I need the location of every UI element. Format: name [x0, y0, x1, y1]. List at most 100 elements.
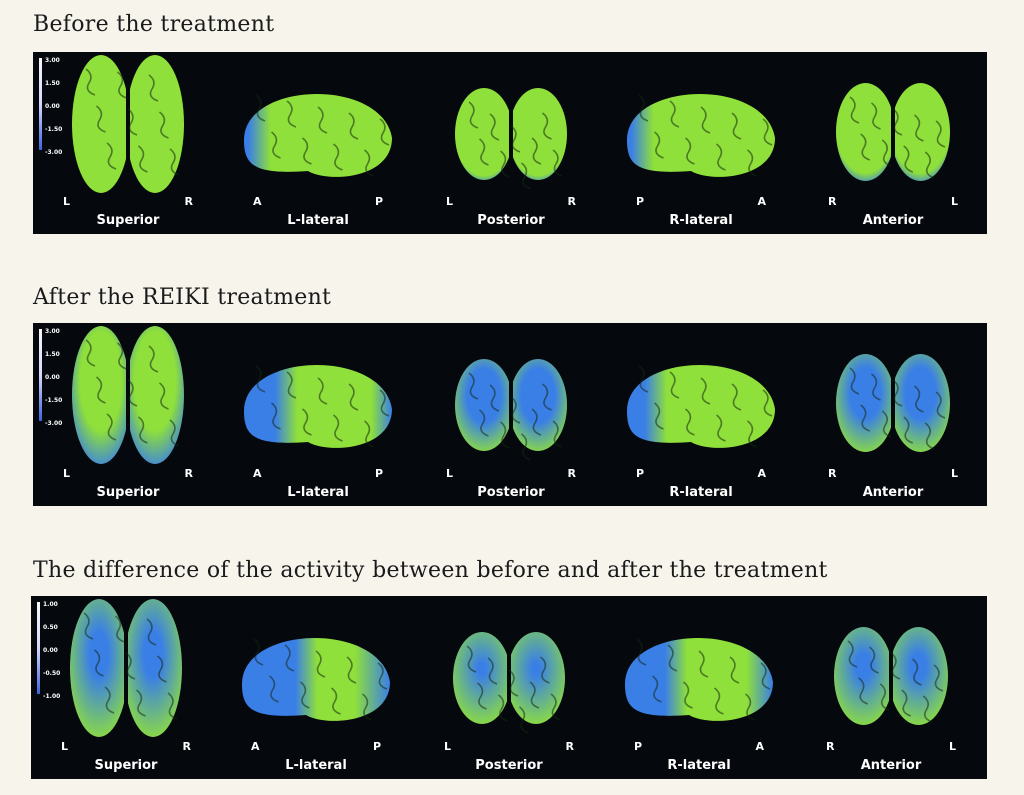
- brain-view-l-lateral: A P L-lateral: [233, 323, 403, 506]
- orientation-marker-left: L: [444, 740, 452, 753]
- orientation-marker-right: R: [565, 740, 574, 753]
- view-label: R-lateral: [669, 485, 733, 500]
- brain-view-superior: L R Superior: [41, 596, 211, 779]
- brain-scan-image: [70, 599, 182, 737]
- brain-scan-image: [625, 637, 773, 721]
- orientation-marker-left: A: [251, 740, 260, 753]
- view-label: Anterior: [862, 213, 924, 228]
- orientation-marker-left: L: [63, 467, 71, 480]
- scale-tick-label: 1.50: [45, 351, 60, 358]
- brain-view-anterior: R L Anterior: [808, 323, 978, 506]
- orientation-marker-left: P: [636, 467, 645, 480]
- view-label: Posterior: [475, 758, 543, 773]
- orientation-marker-left: L: [446, 467, 454, 480]
- scale-tick-label: 0.00: [43, 647, 58, 654]
- orientation-marker-right: L: [948, 740, 956, 753]
- panel-before: 3.00 1.50 0.00 -1.50 -3.00 L R Superior A P L-la…: [33, 52, 987, 234]
- view-label: Posterior: [477, 213, 545, 228]
- orientation-marker-left: P: [636, 195, 645, 208]
- brain-view-r-lateral: P A R-lateral: [616, 323, 786, 506]
- scale-tick-label: 0.50: [43, 624, 58, 631]
- brain-scan-image: [455, 359, 567, 461]
- brain-scan-image: [242, 637, 390, 721]
- brain-view-posterior: L R Posterior: [424, 596, 594, 779]
- orientation-marker-right: A: [755, 740, 764, 753]
- view-label: L-lateral: [287, 485, 349, 500]
- scale-tick-label: 3.00: [45, 328, 60, 335]
- brain-scan-image: [834, 627, 948, 725]
- view-label: Superior: [94, 758, 158, 773]
- orientation-marker-right: R: [184, 467, 193, 480]
- panel-difference: 1.00 0.50 0.00 -0.50 -1.00 L R Superior A P L-la…: [31, 596, 987, 779]
- orientation-marker-left: A: [253, 195, 262, 208]
- brain-scan-image: [836, 83, 950, 181]
- orientation-marker-left: P: [634, 740, 643, 753]
- scale-tick-label: 1.00: [43, 601, 58, 608]
- brain-view-l-lateral: A P L-lateral: [231, 596, 401, 779]
- brain-view-anterior: R L Anterior: [808, 52, 978, 234]
- orientation-marker-right: A: [757, 195, 766, 208]
- brain-scan-image: [836, 354, 950, 452]
- section-title-after: After the REIKI treatment: [33, 285, 332, 310]
- orientation-marker-right: R: [182, 740, 191, 753]
- view-label: R-lateral: [667, 758, 731, 773]
- orientation-marker-right: L: [950, 467, 958, 480]
- scale-tick-label: -3.00: [45, 149, 63, 156]
- brain-scan-image: [455, 88, 567, 190]
- orientation-marker-left: L: [61, 740, 69, 753]
- brain-view-l-lateral: A P L-lateral: [233, 52, 403, 234]
- orientation-marker-left: A: [253, 467, 262, 480]
- scale-tick-label: -3.00: [45, 420, 63, 427]
- view-label: Posterior: [477, 485, 545, 500]
- orientation-marker-right: P: [374, 195, 383, 208]
- section-title-difference: The difference of the activity between b…: [33, 558, 828, 583]
- orientation-marker-left: R: [826, 740, 835, 753]
- scale-tick-label: -1.00: [43, 693, 61, 700]
- orientation-marker-right: R: [184, 195, 193, 208]
- color-scale: 1.00 0.50 0.00 -0.50 -1.00: [35, 600, 75, 700]
- view-label: R-lateral: [669, 213, 733, 228]
- orientation-marker-right: P: [372, 740, 381, 753]
- brain-scan-image: [627, 93, 775, 177]
- orientation-marker-left: L: [63, 195, 71, 208]
- scale-tick-label: -0.50: [43, 670, 61, 677]
- orientation-marker-right: R: [567, 195, 576, 208]
- color-scale-bar: [39, 329, 42, 421]
- brain-scan-image: [244, 93, 392, 177]
- section-title-before: Before the treatment: [33, 12, 275, 37]
- scale-tick-label: 0.00: [45, 374, 60, 381]
- view-label: L-lateral: [285, 758, 347, 773]
- view-label: Anterior: [862, 485, 924, 500]
- brain-view-superior: L R Superior: [43, 52, 213, 234]
- scale-tick-label: 1.50: [45, 80, 60, 87]
- orientation-marker-right: P: [374, 467, 383, 480]
- orientation-marker-right: A: [757, 467, 766, 480]
- color-scale-bar: [37, 602, 40, 694]
- scale-tick-label: 0.00: [45, 103, 60, 110]
- brain-scan-image: [72, 326, 184, 464]
- scale-tick-label: -1.50: [45, 126, 63, 133]
- orientation-marker-left: R: [828, 467, 837, 480]
- brain-view-posterior: L R Posterior: [426, 323, 596, 506]
- scale-tick-label: 3.00: [45, 57, 60, 64]
- color-scale: 3.00 1.50 0.00 -1.50 -3.00: [37, 56, 77, 156]
- brain-scan-image: [244, 364, 392, 448]
- color-scale: 3.00 1.50 0.00 -1.50 -3.00: [37, 327, 77, 427]
- brain-scan-image: [453, 632, 565, 734]
- scale-tick-label: -1.50: [45, 397, 63, 404]
- color-scale-bar: [39, 58, 42, 150]
- orientation-marker-left: L: [446, 195, 454, 208]
- view-label: Anterior: [860, 758, 922, 773]
- brain-view-r-lateral: P A R-lateral: [616, 52, 786, 234]
- orientation-marker-left: R: [828, 195, 837, 208]
- brain-view-anterior: R L Anterior: [806, 596, 976, 779]
- orientation-marker-right: L: [950, 195, 958, 208]
- orientation-marker-right: R: [567, 467, 576, 480]
- brain-view-r-lateral: P A R-lateral: [614, 596, 784, 779]
- view-label: Superior: [96, 213, 160, 228]
- view-label: L-lateral: [287, 213, 349, 228]
- brain-scan-image: [72, 55, 184, 193]
- brain-view-posterior: L R Posterior: [426, 52, 596, 234]
